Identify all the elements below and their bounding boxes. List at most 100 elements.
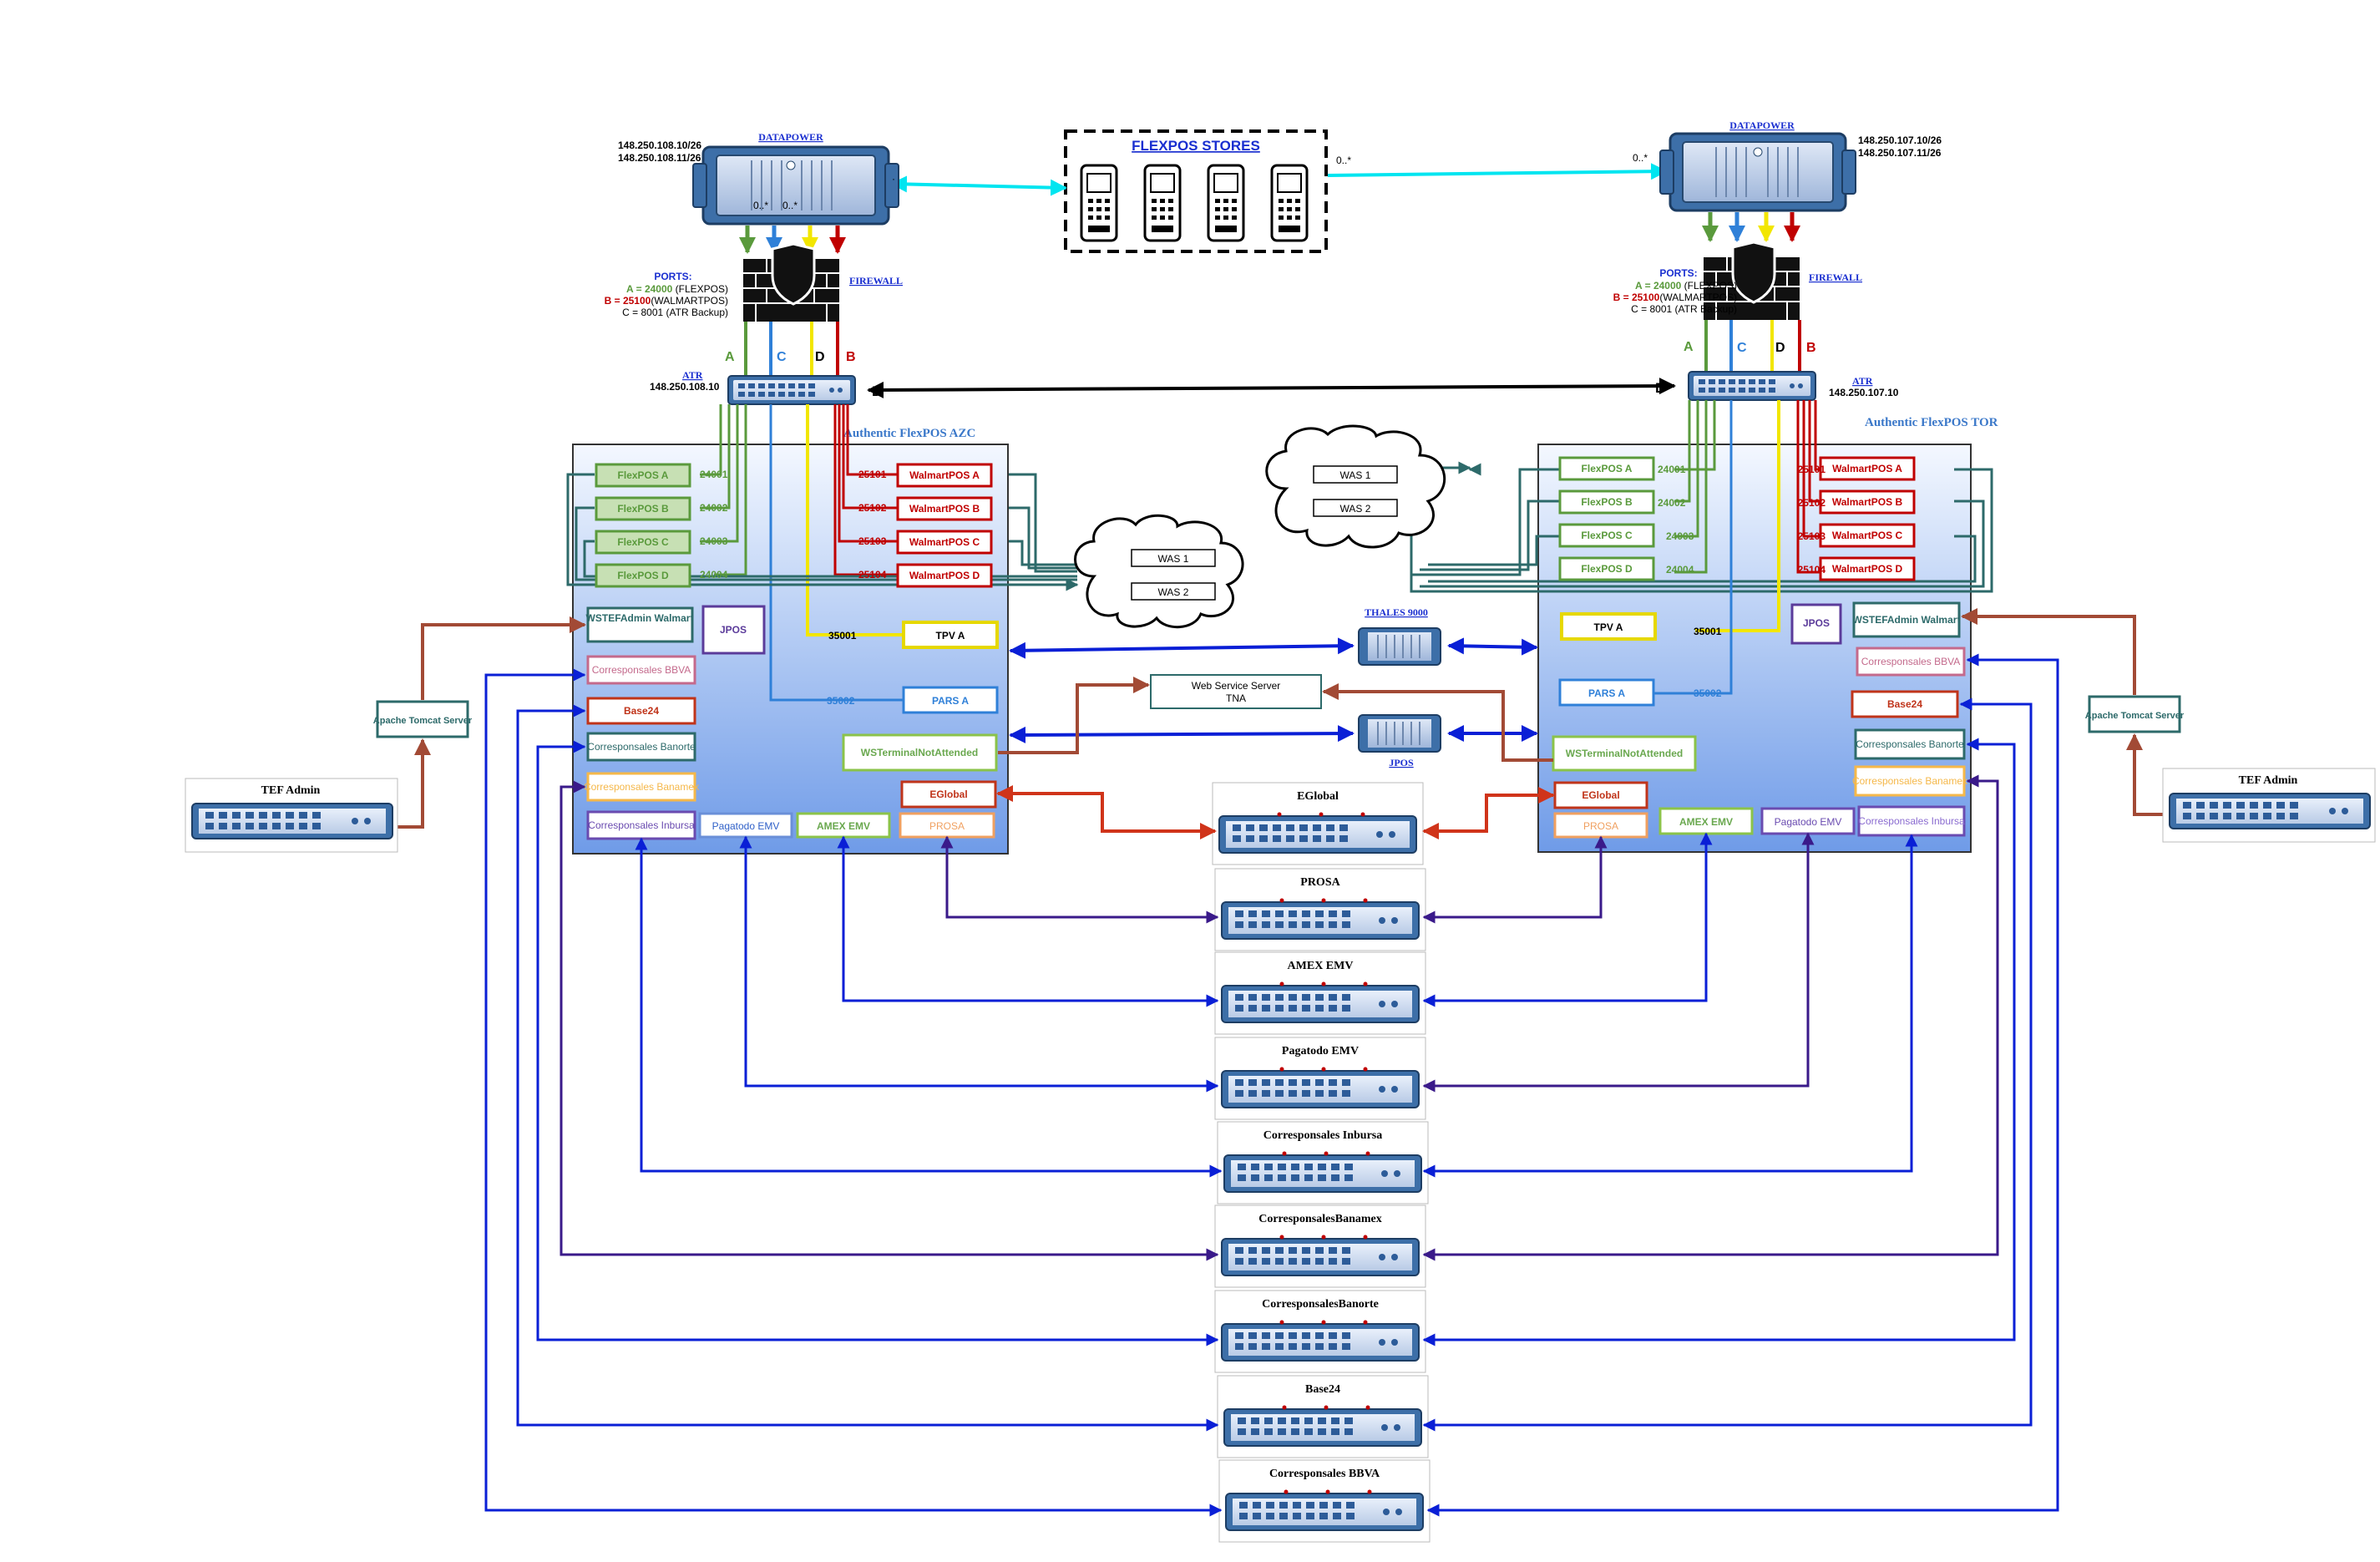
left-walmart-a[interactable]: WalmartPOS A: [909, 469, 980, 481]
right-amex[interactable]: AMEX EMV: [1679, 816, 1733, 828]
right-eglobal-host-link: [1422, 787, 1555, 839]
right-tpv-thales-link: [1447, 637, 1538, 656]
right-panel-title: Authentic FlexPOS TOR: [1865, 416, 1998, 429]
left-port-b-key: B = 25100: [605, 295, 651, 307]
right-atr-switch-icon: [1688, 371, 1816, 401]
right-walmart-b[interactable]: WalmartPOS B: [1832, 496, 1903, 508]
right-firewall-label: FIREWALL: [1809, 271, 1862, 283]
left-tef-admin-label: TEF Admin: [261, 784, 321, 797]
svg-text:B = 25100(WALMARTPOS): B = 25100(WALMARTPOS): [605, 295, 728, 307]
right-letter-a: A: [1684, 340, 1694, 354]
right-corr-bbva[interactable]: Corresponsales BBVA: [1861, 656, 1961, 667]
left-letter-d: D: [815, 350, 825, 364]
left-eglobal[interactable]: EGlobal: [929, 789, 967, 800]
left-base24[interactable]: Base24: [624, 705, 659, 717]
host-device: PROSA: [1214, 868, 1426, 951]
right-walmart-d[interactable]: WalmartPOS D: [1832, 563, 1903, 575]
left-datapower-label: DATAPOWER: [758, 131, 823, 143]
left-tomcat-line[interactable]: Apache Tomcat Server: [373, 716, 473, 726]
left-jpos[interactable]: JPOS: [720, 624, 747, 636]
right-pars-a[interactable]: PARS A: [1588, 687, 1625, 699]
left-port-b-desc: (WALMARTPOS): [651, 295, 728, 307]
web-service-server-label[interactable]: Web Service Server: [1192, 680, 1280, 692]
left-wstef-admin[interactable]: WSTEFAdmin Walmart: [586, 612, 694, 624]
left-was-1: WAS 1: [1158, 553, 1189, 565]
right-eglobal[interactable]: EGlobal: [1582, 789, 1619, 801]
left-flexpos-port-a: 24001: [700, 469, 728, 480]
host-device: AMEX EMV: [1214, 951, 1426, 1035]
right-tpv-a[interactable]: TPV A: [1594, 621, 1623, 633]
left-flexpos-a[interactable]: FlexPOS A: [618, 469, 669, 481]
left-wsterminal-web-link: [998, 677, 1150, 754]
right-corr-banorte[interactable]: Corresponsales Banorte: [1856, 738, 1964, 750]
datapower-appliance-icon: [692, 145, 899, 226]
host-label: EGlobal: [1297, 790, 1339, 803]
right-pagatodo[interactable]: Pagatodo EMV: [1775, 816, 1842, 828]
left-walmart-d[interactable]: WalmartPOS D: [909, 570, 980, 581]
right-wsterminal[interactable]: WSTerminalNotAttended: [1566, 748, 1683, 759]
left-flexpos-b[interactable]: FlexPOS B: [617, 503, 669, 515]
right-port-a-key: A = 24000: [1635, 280, 1682, 292]
right-walmart-a[interactable]: WalmartPOS A: [1832, 463, 1902, 474]
host-device: CorresponsalesBanorte: [1214, 1290, 1426, 1373]
right-inbursa-host-link: [1422, 834, 1918, 1178]
left-flexpos-d[interactable]: FlexPOS D: [617, 570, 669, 581]
left-bbva-host-link: [484, 668, 1223, 1517]
svg-text:B = 25100(WALMARTPOS): B = 25100(WALMARTPOS): [1613, 292, 1737, 303]
svg-text:C = 8001 (ATR Backup): C = 8001 (ATR Backup): [622, 307, 728, 318]
right-flexpos-a[interactable]: FlexPOS A: [1582, 463, 1633, 474]
right-atr-label: ATR: [1852, 375, 1873, 387]
right-walmart-c[interactable]: WalmartPOS C: [1832, 530, 1903, 541]
right-prosa[interactable]: PROSA: [1583, 820, 1618, 832]
thales-server-icon: [1358, 627, 1441, 666]
left-amex[interactable]: AMEX EMV: [817, 820, 870, 832]
flexpos-stores-group: FLEXPOS STORES 0..*: [1064, 129, 1351, 253]
right-tomcat-wstef-link: [1961, 608, 2136, 695]
left-corr-bbva[interactable]: Corresponsales BBVA: [592, 664, 691, 676]
left-datapower-mult-2: 0..*: [782, 200, 798, 211]
right-tomcat-line[interactable]: Apache Tomcat Server: [2085, 711, 2185, 721]
right-corr-inbursa[interactable]: Corresponsales Inbursa: [1858, 815, 1965, 827]
left-wsterminal[interactable]: WSTerminalNotAttended: [861, 747, 978, 758]
left-pagatodo[interactable]: Pagatodo EMV: [712, 820, 780, 832]
right-jpos[interactable]: JPOS: [1803, 617, 1830, 629]
left-prosa[interactable]: PROSA: [929, 820, 965, 832]
left-walmart-b[interactable]: WalmartPOS B: [909, 503, 980, 515]
left-datapower-dot: ·: [892, 173, 895, 185]
right-flexpos-d[interactable]: FlexPOS D: [1581, 563, 1633, 575]
right-corr-banamex[interactable]: Corresponsales Banamex: [1852, 775, 1967, 787]
left-walmart-port-a: 25101: [858, 469, 887, 480]
right-flexpos-c[interactable]: FlexPOS C: [1581, 530, 1633, 541]
host-device: CorresponsalesBanamex: [1214, 1204, 1426, 1288]
left-ports-legend: PORTS: A = 24000 (FLEXPOS) B = 25100(WAL…: [605, 271, 728, 318]
stores-to-right-datapower-link: [1327, 163, 1668, 180]
left-pars-a[interactable]: PARS A: [932, 695, 969, 707]
left-port-a-key: A = 24000: [626, 283, 673, 295]
host-device: Pagatodo EMV: [1214, 1037, 1426, 1120]
left-corr-banorte[interactable]: Corresponsales Banorte: [587, 741, 696, 753]
host-device: Corresponsales BBVA: [1218, 1459, 1431, 1543]
right-port-b-desc: (WALMARTPOS): [1659, 292, 1737, 303]
right-wstef-admin[interactable]: WSTEFAdmin Walmart: [1853, 614, 1961, 626]
left-datapower-ip-2: 148.250.108.11/26: [618, 152, 701, 164]
left-atr-label: ATR: [682, 369, 703, 381]
left-corr-banamex[interactable]: Corresponsales Banamex: [584, 781, 699, 793]
host-label: Pagatodo EMV: [1282, 1045, 1359, 1057]
pos-terminal-icon: [1207, 164, 1245, 242]
left-corr-inbursa[interactable]: Corresponsales Inbursa: [588, 819, 695, 831]
right-walmart-port-c: 25103: [1798, 530, 1826, 542]
host-connections: [484, 653, 2059, 1517]
host-label: Corresponsales Inbursa: [1263, 1129, 1383, 1142]
right-letter-c: C: [1737, 341, 1747, 355]
right-base24[interactable]: Base24: [1887, 698, 1922, 710]
left-port-c-desc: (ATR Backup): [663, 307, 728, 318]
right-flexpos-b[interactable]: FlexPOS B: [1581, 496, 1633, 508]
stores-to-left-datapower-link: [890, 175, 1067, 196]
right-atr-ip: 148.250.107.10: [1829, 387, 1899, 398]
pos-terminal-icon: [1270, 164, 1309, 242]
left-tpv-a[interactable]: TPV A: [936, 630, 965, 642]
left-datapower: DATAPOWER 148.250.108.10/26 148.250.108.…: [618, 131, 899, 226]
left-flexpos-c[interactable]: FlexPOS C: [617, 536, 669, 548]
left-walmart-c[interactable]: WalmartPOS C: [909, 536, 980, 548]
left-tomcat-wstef-link: [421, 616, 586, 700]
